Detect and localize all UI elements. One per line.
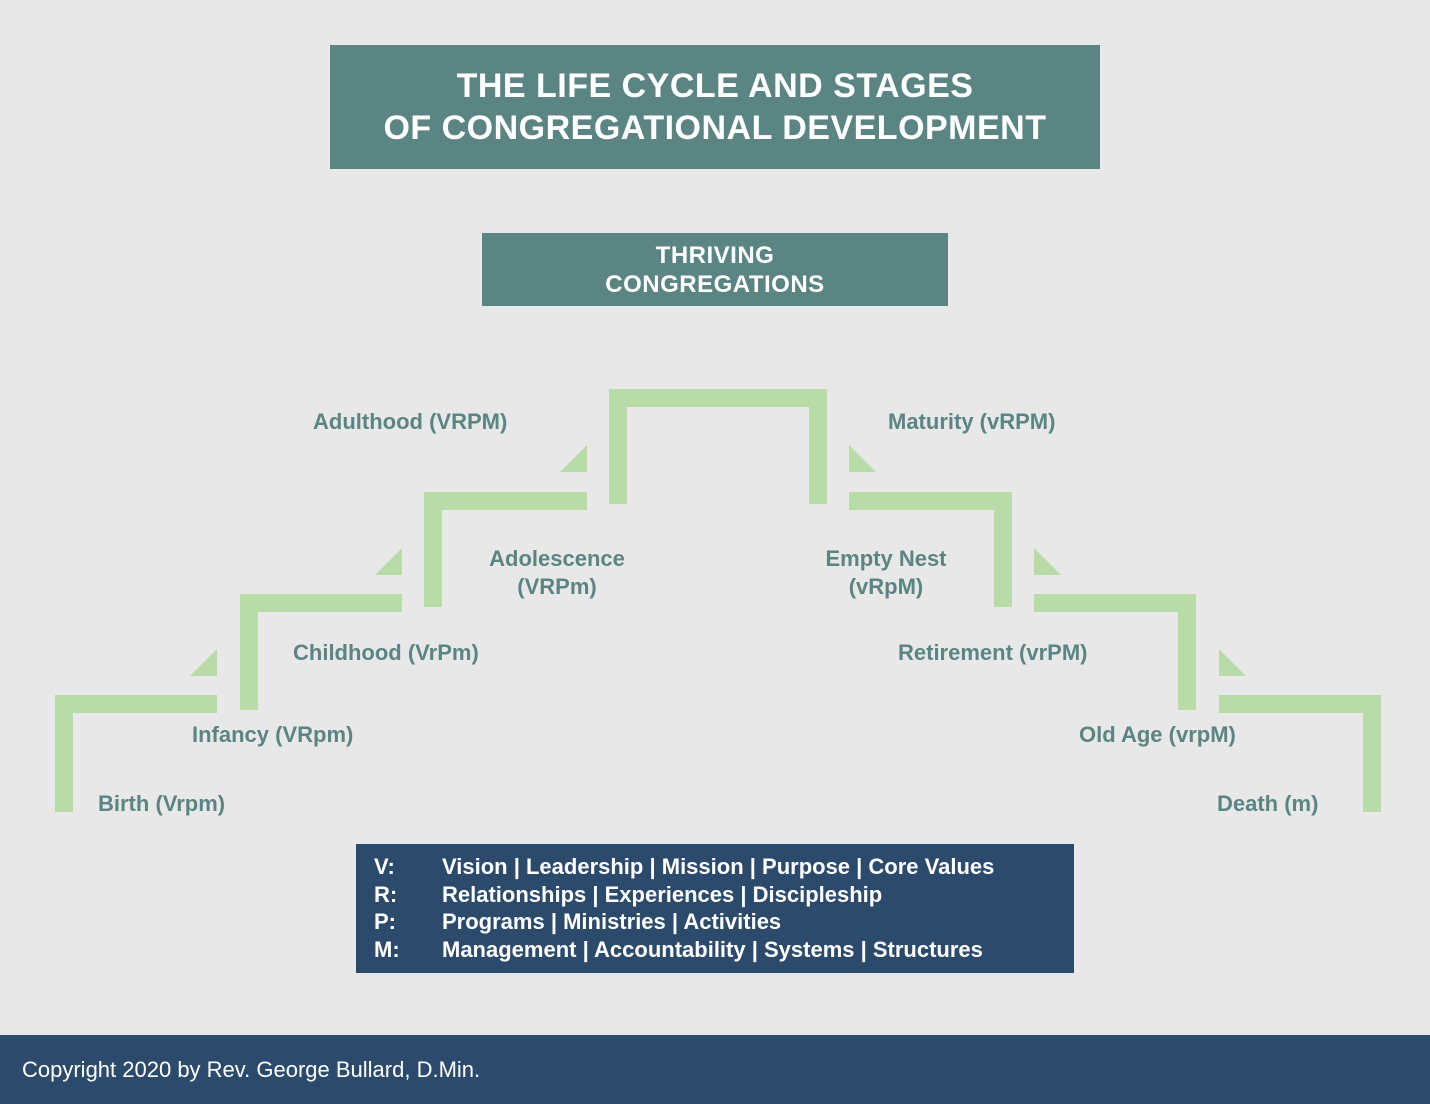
arrow-triangle-6 [1219,649,1246,676]
arrow-triangle-5 [1034,548,1061,575]
diagram-title: THE LIFE CYCLE AND STAGES OF CONGREGATIO… [330,45,1100,169]
legend-text: Relationships | Experiences | Disciplesh… [442,881,883,907]
thriving-congregations-box: THRIVING CONGREGATIONS [482,233,948,306]
copyright-text: Copyright 2020 by Rev. George Bullard, D… [22,1056,481,1082]
step-old-age [1219,695,1381,812]
step-empty-nest [849,492,1012,607]
stage-adulthood: Adulthood (VRPM) [313,409,508,434]
legend-row: R: Relationships | Experiences | Discipl… [374,881,1074,909]
stage-adolescence-name: Adolescence [489,546,625,571]
arrow-triangle-3 [560,445,587,472]
legend-text: Vision | Leadership | Mission | Purpose … [442,854,995,879]
stage-empty-nest-code: (vRpM) [848,574,924,599]
legend-text: Programs | Ministries | Activities [442,909,782,934]
title-line-1: THE LIFE CYCLE AND STAGES [456,67,974,105]
arrow-triangle-1 [190,649,217,676]
stage-adolescence-code: (VRPm) [517,574,597,599]
arrow-triangle-2 [375,548,402,575]
thriving-line-2: CONGREGATIONS [605,270,825,298]
thriving-line-1: THRIVING [655,241,775,269]
legend-key: V: [374,854,395,879]
legend-text: Management | Accountability | Systems | … [442,936,983,962]
arrow-triangle-4 [849,445,876,472]
stage-empty-nest: Empty Nest (vRpM) [806,545,966,601]
stage-birth: Birth (Vrpm) [98,791,226,816]
stage-retirement: Retirement (vrPM) [898,640,1088,665]
legend-row: V: Vision | Leadership | Mission | Purpo… [374,853,1074,881]
legend-key: R: [374,881,398,907]
stage-death: Death (m) [1217,791,1319,816]
legend-row: P: Programs | Ministries | Activities [374,908,1074,936]
stage-empty-nest-name: Empty Nest [825,546,947,571]
stage-maturity: Maturity (vRPM) [888,409,1056,434]
legend-key: M: [374,936,400,962]
legend-row: M: Management | Accountability | Systems… [374,936,1074,964]
step-infancy [240,594,402,710]
stage-adolescence: Adolescence (VRPm) [475,545,639,601]
vrpm-legend: V: Vision | Leadership | Mission | Purpo… [356,844,1074,973]
stage-infancy: Infancy (VRpm) [192,722,354,747]
step-adolescence [609,389,827,504]
legend-key: P: [374,909,396,934]
step-retirement [1034,594,1196,710]
stage-childhood: Childhood (VrPm) [293,640,479,665]
step-childhood [424,492,587,607]
title-line-2: OF CONGREGATIONAL DEVELOPMENT [383,109,1047,147]
stage-old-age: Old Age (vrpM) [1079,722,1236,747]
step-birth [55,695,217,812]
footer-bar: Copyright 2020 by Rev. George Bullard, D… [0,1035,1430,1104]
